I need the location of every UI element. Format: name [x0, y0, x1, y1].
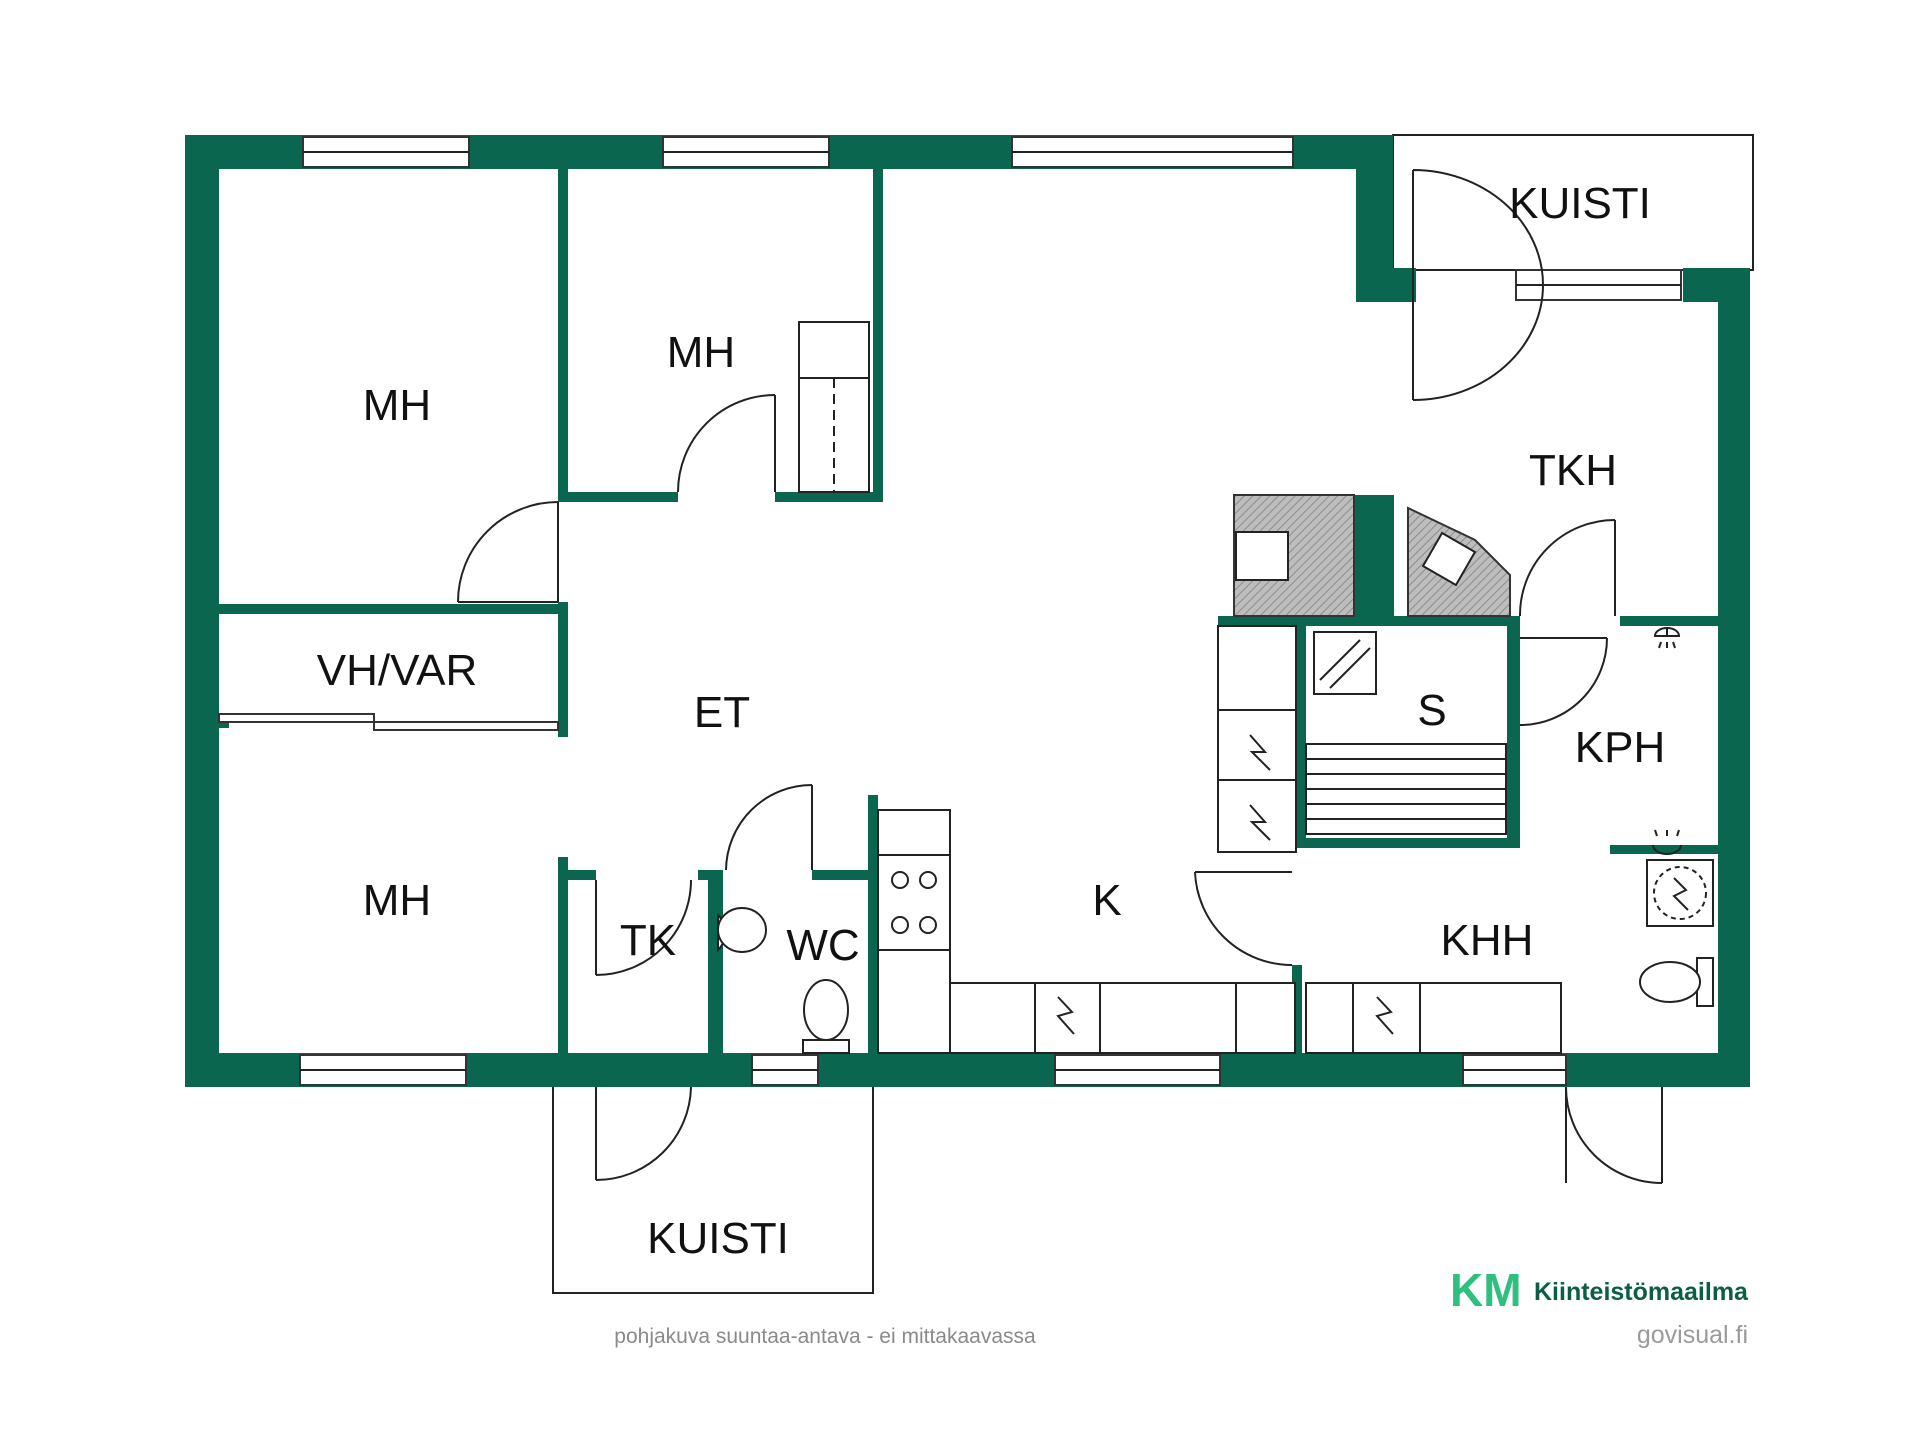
porch-outlines [552, 134, 1754, 1294]
disclaimer-text: pohjakuva suuntaa-antava - ei mittakaava… [614, 1325, 1036, 1348]
doors [457, 169, 1663, 1184]
room-label-mh-top-left: MH [363, 381, 431, 430]
room-label-mh-top-mid: MH [667, 328, 735, 377]
fixtures [717, 321, 1714, 1054]
shower-icon [1653, 627, 1681, 649]
room-label-kph: KPH [1575, 723, 1665, 772]
room-label-vh-var: VH/VAR [317, 646, 478, 695]
room-label-s: S [1417, 686, 1446, 735]
brand-logo-mark: KM [1450, 1264, 1522, 1316]
credit-text: govisual.fi [1637, 1321, 1748, 1349]
room-label-wc: WC [786, 921, 859, 970]
shower-icon [1652, 829, 1682, 855]
room-labels: MH MH MH VH/VAR ET TK WC K KUISTI KUISTI… [317, 179, 1666, 1263]
sauna-bench [1305, 743, 1507, 835]
room-label-kuisti-top: KUISTI [1509, 179, 1651, 228]
power-icon [1249, 734, 1271, 841]
windows [218, 136, 1682, 1086]
room-label-et: ET [694, 688, 750, 737]
brand-logo: KM Kiinteistömaailma [1450, 1264, 1749, 1316]
room-label-kuisti-bottom: KUISTI [647, 1214, 789, 1263]
room-label-tkh: TKH [1529, 446, 1617, 495]
interior-walls [219, 169, 1718, 1053]
room-label-tk: TK [620, 916, 676, 965]
room-label-khh: KHH [1441, 916, 1534, 965]
room-label-mh-bottom-left: MH [363, 876, 431, 925]
brand-name: Kiinteistömaailma [1534, 1278, 1749, 1306]
room-label-k: K [1092, 876, 1121, 925]
